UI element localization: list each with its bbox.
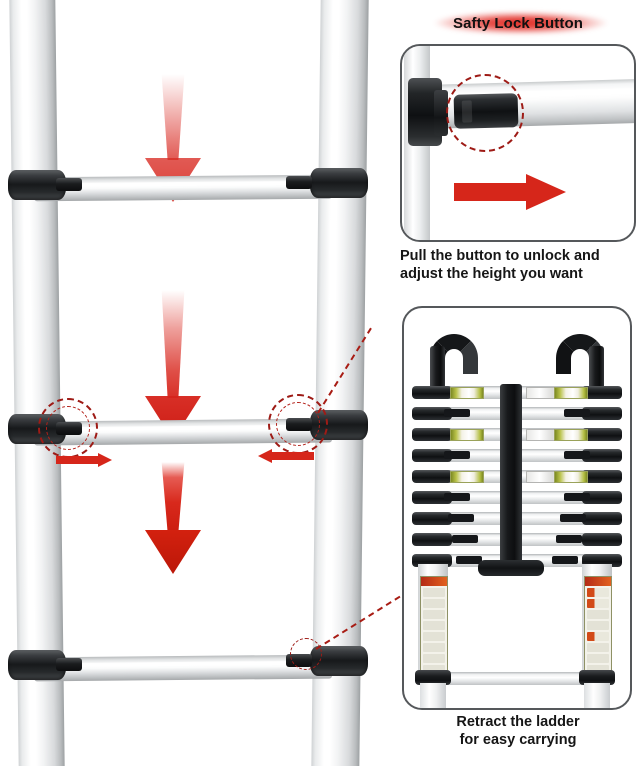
rung-pad <box>456 556 482 564</box>
dashed-circle-highlight-icon <box>46 406 90 450</box>
retracted-segment-left <box>412 386 452 399</box>
lock-button-icon[interactable] <box>56 178 82 191</box>
right-arrow-icon <box>56 453 112 467</box>
ladder-hook-left <box>430 334 484 394</box>
retracted-bottom-rung <box>444 672 588 685</box>
title-glow <box>418 8 624 38</box>
ladder-hook-right <box>550 334 604 394</box>
dashed-circle-highlight-icon <box>276 402 320 446</box>
retracted-segment-right <box>582 491 622 504</box>
rung-pad <box>564 493 590 501</box>
retracted-segment-right <box>582 470 622 483</box>
retracted-segment-right <box>582 407 622 420</box>
retracted-segment-left <box>412 554 452 567</box>
carry-strap-handle[interactable] <box>500 384 522 566</box>
retracted-ladder-panel <box>402 306 632 710</box>
retracted-lower-post-left <box>420 683 446 708</box>
warning-label-right <box>584 576 612 674</box>
dashed-circle-highlight-icon <box>290 638 322 670</box>
retracted-segment-left <box>412 491 452 504</box>
retracted-segment-left <box>412 428 452 441</box>
retracted-segment-right <box>582 386 622 399</box>
caption-pull-button: Pull the button to unlock and adjust the… <box>400 248 600 283</box>
lock-button-icon[interactable] <box>286 176 312 189</box>
retracted-segment-left <box>412 470 452 483</box>
lock-button-icon[interactable] <box>56 658 82 671</box>
rung-warning-label <box>554 429 588 441</box>
rung-warning-label <box>554 471 588 483</box>
rung-pad <box>556 535 582 543</box>
title-block: Safty Lock Button <box>396 6 640 40</box>
rung-warning-label <box>554 387 588 399</box>
rung-pad <box>564 451 590 459</box>
retracted-segment-left <box>412 449 452 462</box>
rung-warning-label <box>450 471 484 483</box>
retracted-segment-right <box>582 533 622 546</box>
page-title: Safty Lock Button <box>452 14 584 32</box>
rung-pad <box>444 451 470 459</box>
caption-pull-line1: Pull the button to unlock and <box>400 248 600 264</box>
dashed-circle-highlight-icon <box>446 74 524 152</box>
caption-pull-line2: adjust the height you want <box>400 265 583 282</box>
retracted-segment-right <box>582 512 622 525</box>
retracted-band-right <box>579 670 615 685</box>
rung-collar-right <box>310 168 368 198</box>
retracted-segment-left <box>412 533 452 546</box>
warning-label-left <box>420 576 448 674</box>
rung-warning-label <box>450 429 484 441</box>
retracted-segment-right <box>582 554 622 567</box>
rung-pad <box>452 535 478 543</box>
rung-pad <box>444 493 470 501</box>
rung-pad <box>560 514 586 522</box>
right-arrow-icon <box>454 174 566 210</box>
caption-retract-line1: Retract the ladder <box>456 714 580 730</box>
caption-retract-line2: for easy carrying <box>459 731 577 748</box>
rung-pad <box>564 409 590 417</box>
retracted-lower-post-right <box>584 683 610 708</box>
safety-lock-closeup-panel <box>400 44 636 242</box>
down-arrow-icon <box>138 462 208 574</box>
retracted-segment-right <box>582 428 622 441</box>
carry-strap-base <box>478 560 544 576</box>
right-column: Safty Lock Button Pull the button to unl… <box>396 0 640 766</box>
rung-pad <box>552 556 578 564</box>
retracted-ladder-illustration <box>404 308 630 708</box>
retracted-segment-left <box>412 407 452 420</box>
retracted-band-left <box>415 670 451 685</box>
rung-pad <box>448 514 474 522</box>
closeup-collar-lip <box>434 90 448 136</box>
retracted-segment-right <box>582 449 622 462</box>
down-arrow-icon <box>138 290 208 440</box>
rung-warning-label <box>450 387 484 399</box>
retracted-segment-left <box>412 512 452 525</box>
left-arrow-icon <box>258 449 314 463</box>
rung-pad <box>444 409 470 417</box>
extended-ladder-illustration <box>0 0 400 766</box>
caption-retract-ladder: Retract the ladder for easy carrying <box>396 714 640 749</box>
